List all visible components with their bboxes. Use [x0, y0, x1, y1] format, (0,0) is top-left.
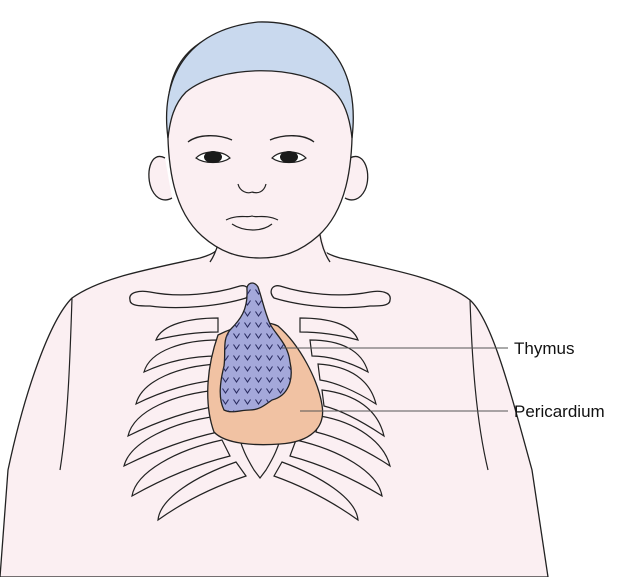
left-ear [149, 156, 172, 199]
thymus-label: Thymus [514, 339, 574, 358]
pericardium-label: Pericardium [514, 402, 605, 421]
